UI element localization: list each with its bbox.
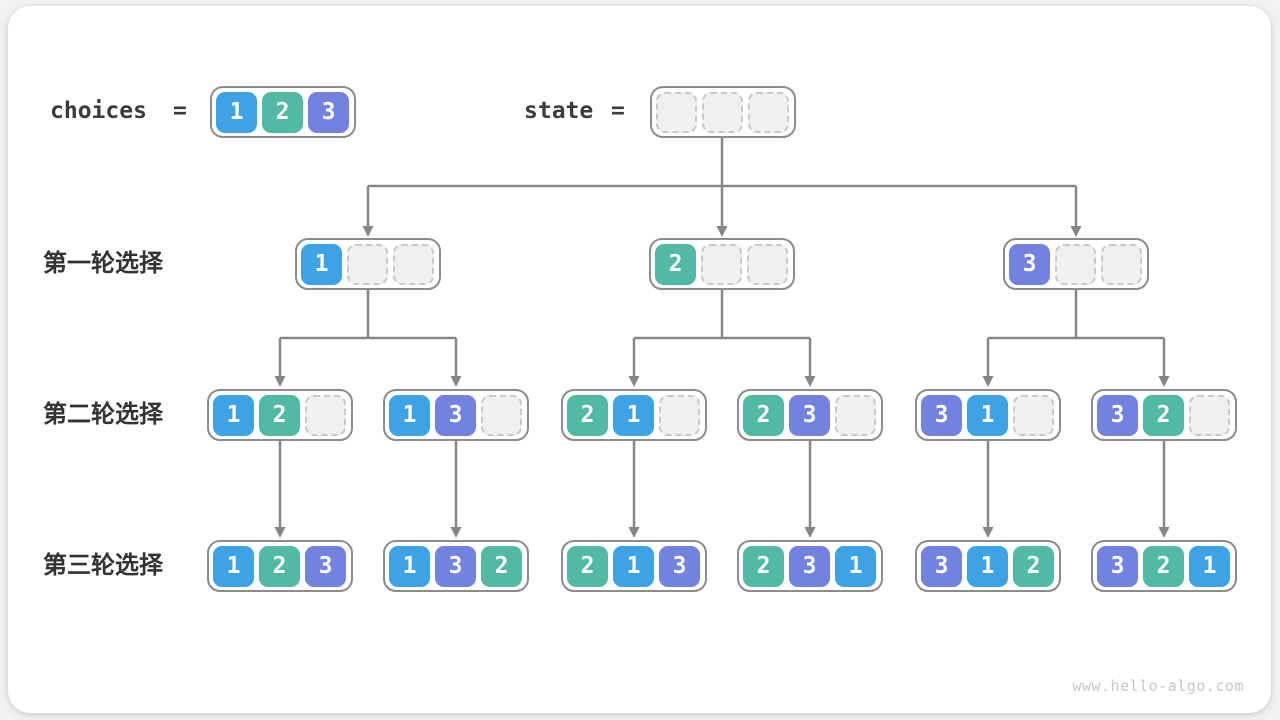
empty-cell xyxy=(1189,394,1230,436)
value-cell-1: 1 xyxy=(216,91,257,133)
empty-cell xyxy=(701,243,742,285)
value-cell-3: 3 xyxy=(1009,243,1050,285)
value-cell-2: 2 xyxy=(567,394,608,436)
value-cell-3: 3 xyxy=(659,545,700,587)
empty-cell xyxy=(748,91,789,133)
choices-equals-sign: = xyxy=(173,98,187,124)
value-cell-1: 1 xyxy=(835,545,876,587)
value-cell-2: 2 xyxy=(1143,394,1184,436)
round1-node-3: 3 xyxy=(1003,238,1149,290)
value-cell-1: 1 xyxy=(613,545,654,587)
value-cell-1: 1 xyxy=(967,394,1008,436)
empty-cell xyxy=(659,394,700,436)
empty-cell xyxy=(347,243,388,285)
empty-cell xyxy=(656,91,697,133)
value-cell-2: 2 xyxy=(259,394,300,436)
watermark: www.hello-algo.com xyxy=(1072,677,1244,695)
empty-cell xyxy=(305,394,346,436)
value-cell-1: 1 xyxy=(389,394,430,436)
value-cell-2: 2 xyxy=(743,394,784,436)
empty-cell xyxy=(702,91,743,133)
canvas-card xyxy=(8,6,1271,713)
round-2-label: 第二轮选择 xyxy=(43,401,163,428)
value-cell-3: 3 xyxy=(1097,545,1138,587)
value-cell-3: 3 xyxy=(921,545,962,587)
value-cell-3: 3 xyxy=(435,545,476,587)
value-cell-1: 1 xyxy=(967,545,1008,587)
value-cell-1: 1 xyxy=(1189,545,1230,587)
value-cell-3: 3 xyxy=(308,91,349,133)
round1-node-2: 2 xyxy=(649,238,795,290)
value-cell-1: 1 xyxy=(213,394,254,436)
state-label: state xyxy=(524,98,594,124)
value-cell-1: 1 xyxy=(613,394,654,436)
value-cell-1: 1 xyxy=(213,545,254,587)
round1-node-1: 1 xyxy=(295,238,441,290)
value-cell-3: 3 xyxy=(435,394,476,436)
round-3-label: 第三轮选择 xyxy=(43,552,163,579)
value-cell-1: 1 xyxy=(301,243,342,285)
value-cell-2: 2 xyxy=(567,545,608,587)
choices-label: choices xyxy=(50,98,147,124)
value-cell-2: 2 xyxy=(1143,545,1184,587)
empty-cell xyxy=(747,243,788,285)
value-cell-2: 2 xyxy=(655,243,696,285)
empty-cell xyxy=(393,243,434,285)
value-cell-1: 1 xyxy=(389,545,430,587)
state-equals-sign: = xyxy=(611,98,625,124)
value-cell-2: 2 xyxy=(1013,545,1054,587)
value-cell-3: 3 xyxy=(921,394,962,436)
empty-cell xyxy=(481,394,522,436)
value-cell-2: 2 xyxy=(743,545,784,587)
empty-cell xyxy=(1013,394,1054,436)
value-cell-3: 3 xyxy=(1097,394,1138,436)
value-cell-2: 2 xyxy=(262,91,303,133)
value-cell-3: 3 xyxy=(789,545,830,587)
empty-cell xyxy=(1101,243,1142,285)
value-cell-2: 2 xyxy=(481,545,522,587)
value-cell-2: 2 xyxy=(259,545,300,587)
value-cell-3: 3 xyxy=(305,545,346,587)
round-1-label: 第一轮选择 xyxy=(43,250,163,277)
empty-cell xyxy=(1055,243,1096,285)
state-box xyxy=(650,86,796,138)
value-cell-3: 3 xyxy=(789,394,830,436)
empty-cell xyxy=(835,394,876,436)
